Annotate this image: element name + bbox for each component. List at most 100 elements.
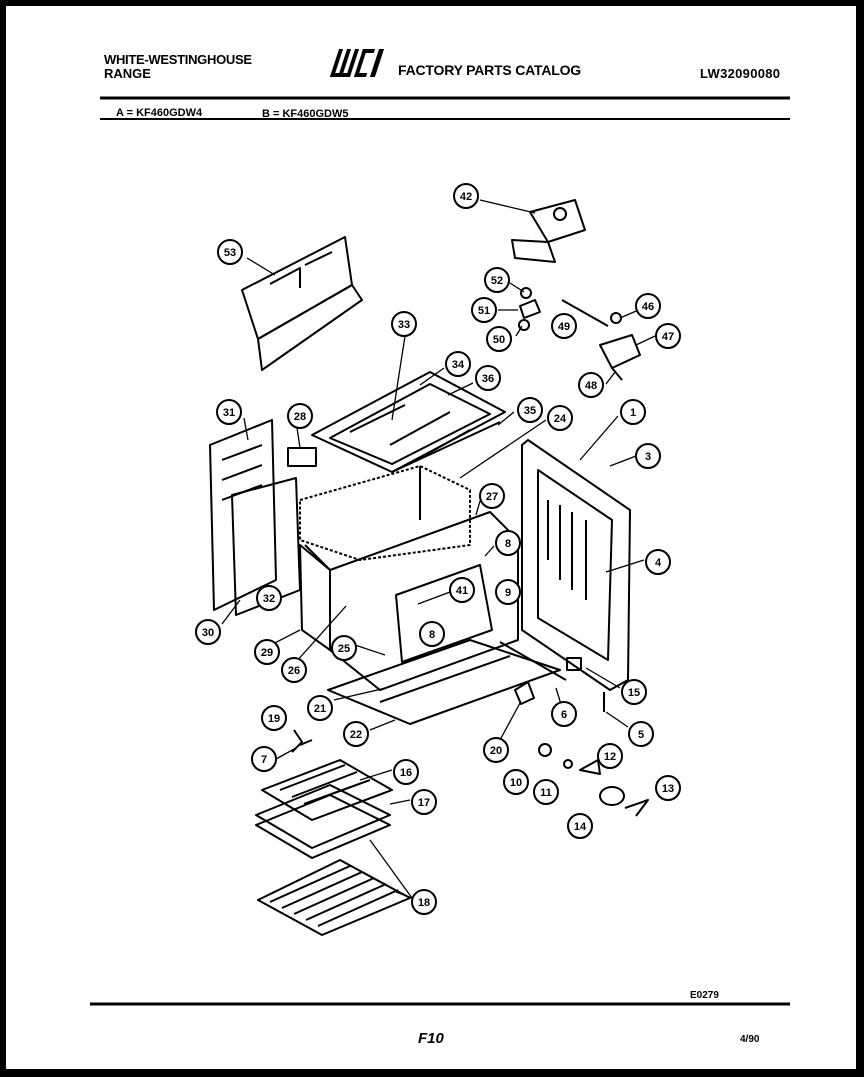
callout-24: 24 [547,405,573,431]
revision-date: 4/90 [740,1034,760,1045]
callout-19: 19 [261,705,287,731]
callout-label: 1 [630,407,636,419]
callout-11: 11 [533,779,559,805]
callout-label: 14 [574,821,587,833]
wci-logo [330,49,385,77]
part-spring [624,799,649,817]
callout-label: 13 [662,783,674,795]
callout-label: 19 [268,713,280,725]
callout-32: 32 [256,585,282,611]
callout-label: 29 [261,647,273,659]
part-knob [579,759,601,775]
callout-label: 26 [288,665,300,677]
callout-18: 18 [411,889,437,915]
callout-label: 17 [418,797,430,809]
callout-label: 16 [400,767,412,779]
callout-label: 46 [642,301,654,313]
callout-label: 10 [510,777,522,789]
part-oven-liner [299,511,519,691]
callout-label: 31 [223,407,235,419]
callout-6: 6 [551,701,577,727]
callout-label: 34 [452,359,465,371]
callout-27: 27 [479,483,505,509]
callout-25: 25 [331,635,357,661]
callout-52: 52 [484,267,510,293]
callout-17: 17 [411,789,437,815]
callout-34: 34 [445,351,471,377]
callout-label: 52 [491,275,503,287]
part-control-knob [599,786,625,806]
callout-label: 47 [662,331,674,343]
callout-8: 8 [419,621,445,647]
part-cabinet-side [521,439,631,691]
part-oven-rack [257,859,411,936]
callout-16: 16 [393,759,419,785]
page-number: F10 [418,1030,444,1047]
callout-8: 8 [495,530,521,556]
callout-35: 35 [517,397,543,423]
callout-label: 25 [338,643,350,655]
part-knob-seal [538,743,552,757]
part-rail [499,641,567,681]
callout-51: 51 [471,297,497,323]
callout-label: 50 [493,334,505,346]
part-thermostat [514,681,535,705]
callout-label: 20 [490,745,502,757]
callout-label: 6 [561,709,567,721]
callout-47: 47 [655,323,681,349]
callout-label: 12 [604,751,616,763]
callout-label: 18 [418,897,430,909]
callout-label: 53 [224,247,236,259]
callout-10: 10 [503,769,529,795]
callout-label: 15 [628,687,640,699]
part-cooktop [311,371,506,473]
part-bottom-panel [327,639,561,725]
product-type: RANGE [104,66,151,81]
callout-label: 11 [540,787,552,799]
callout-20: 20 [483,737,509,763]
callout-29: 29 [254,639,280,665]
callout-label: 7 [261,754,267,766]
callout-21: 21 [307,695,333,721]
model-a: A = KF460GDW4 [116,107,203,119]
callout-28: 28 [287,403,313,429]
callout-5: 5 [628,721,654,747]
callout-31: 31 [216,399,242,425]
callout-14: 14 [567,813,593,839]
callout-label: 5 [638,729,644,741]
callout-12: 12 [597,743,623,769]
diagram-code: E0279 [690,990,719,1001]
callout-label: 51 [478,305,490,317]
callout-15: 15 [621,679,647,705]
callout-label: 33 [398,319,410,331]
callout-1: 1 [620,399,646,425]
callout-30: 30 [195,619,221,645]
callout-50: 50 [486,326,512,352]
callout-label: 49 [558,321,570,333]
callout-48: 48 [578,372,604,398]
callout-3: 3 [635,443,661,469]
callout-label: 42 [460,191,472,203]
callout-9: 9 [495,579,521,605]
callout-49: 49 [551,313,577,339]
callout-label: 28 [294,411,306,423]
callout-label: 36 [482,373,494,385]
callout-label: 8 [429,629,435,641]
callout-33: 33 [391,311,417,337]
model-b: B = KF460GDW5 [262,108,349,120]
brand-name: WHITE-WESTINGHOUSE [104,52,252,67]
part-small-brackets [518,287,641,381]
callout-label: 8 [505,538,511,550]
callout-label: 48 [585,380,597,392]
part-controller [511,199,586,263]
callout-13: 13 [655,775,681,801]
callout-label: 22 [350,729,362,741]
callout-label: 21 [314,703,326,715]
callout-label: 24 [554,413,567,425]
callout-label: 41 [456,585,468,597]
callout-4: 4 [645,549,671,575]
part-insulation [299,465,471,561]
callout-26: 26 [281,657,307,683]
callout-label: 35 [524,405,536,417]
callout-53: 53 [217,239,243,265]
